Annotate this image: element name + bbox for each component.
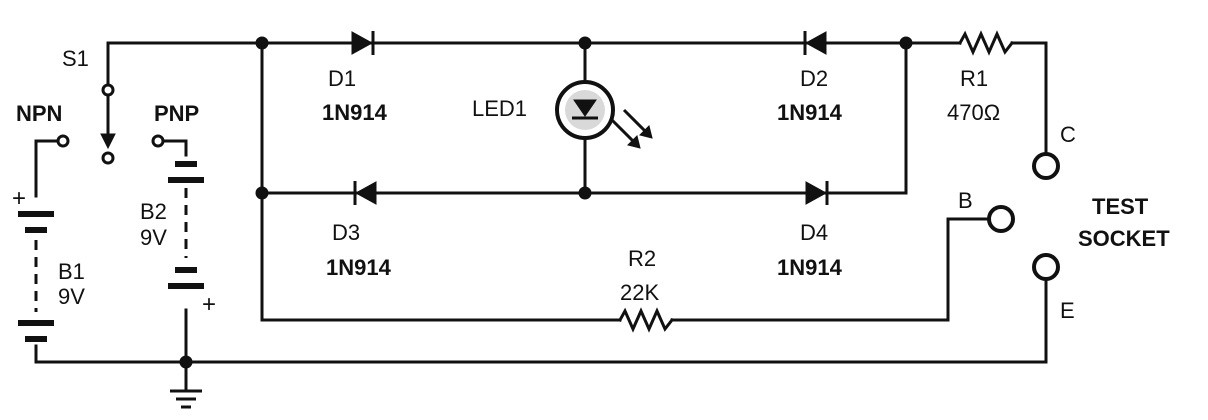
junction-dot [255,36,269,50]
socket-title-line2: SOCKET [1078,226,1170,251]
diode-d4-name: D4 [800,220,828,245]
led-name: LED1 [472,96,527,121]
diode-d3: D3 1N914 [326,181,392,280]
led1: LED1 [472,80,653,149]
diode-d3-part: 1N914 [326,255,392,280]
battery-b2-name: B2 [140,199,167,224]
junction-dots [179,36,913,369]
switch-throw-terminal-npn [56,134,70,148]
switch-pole-terminal [101,83,115,97]
npn-label: NPN [16,101,62,126]
diode-d4: D4 1N914 [777,181,843,280]
switch-throw-terminal-pnp [101,151,115,165]
diode-d1: D1 1N914 [322,31,388,125]
resistor-icon [957,30,1015,56]
resistor-r2-name: R2 [628,246,656,271]
junction-dot [255,186,269,200]
resistor-r2-value: 22K [620,280,659,305]
junction-dot [578,186,592,200]
diode-d4-part: 1N914 [777,255,843,280]
battery-b1-voltage: 9V [58,284,85,309]
resistor-r1-name: R1 [960,66,988,91]
socket-terminal-e [1032,253,1060,281]
ground-icon [170,389,202,409]
diode-icon [805,181,828,205]
diode-icon [804,31,827,55]
socket-label-c: C [1060,122,1076,147]
diode-d1-name: D1 [328,66,356,91]
pnp-label: PNP [154,101,199,126]
wires [34,41,1048,392]
diode-icon [354,181,377,205]
switch-s1: S1 [56,46,165,165]
socket-terminal-b [987,205,1015,233]
socket-title-line1: TEST [1092,194,1149,219]
battery-b1-plus: + [12,185,26,212]
junction-dot [179,355,193,369]
diode-d1-part: 1N914 [322,100,388,125]
resistor-r1-value: 470Ω [947,100,1000,125]
switch-arrow-icon [100,133,116,150]
junction-dot [578,36,592,50]
socket-label-b: B [958,188,973,213]
diode-d2: D2 1N914 [777,31,843,125]
resistor-r2: R2 22K [617,246,675,333]
resistor-icon [617,307,675,333]
diode-d3-name: D3 [332,220,360,245]
battery-b2-plus: + [202,291,216,318]
battery-b1-name: B1 [58,259,85,284]
diode-d2-part: 1N914 [777,100,843,125]
battery-b2-voltage: 9V [140,225,167,250]
junction-dot [899,36,913,50]
switch-label: S1 [62,46,89,71]
light-emission-icon [610,108,653,149]
socket-label-e: E [1060,298,1075,323]
battery-b1: + B1 9V [12,185,85,342]
diode-d2-name: D2 [800,66,828,91]
battery-b2: + B2 9V [140,161,216,318]
socket-terminal-c [1032,152,1060,180]
diode-icon [351,31,374,55]
led-diode-icon [573,99,597,117]
resistor-r1: R1 470Ω [947,30,1015,125]
switch-throw-terminal-pnp-side [151,134,165,148]
test-socket: C B E TEST SOCKET [958,122,1170,323]
